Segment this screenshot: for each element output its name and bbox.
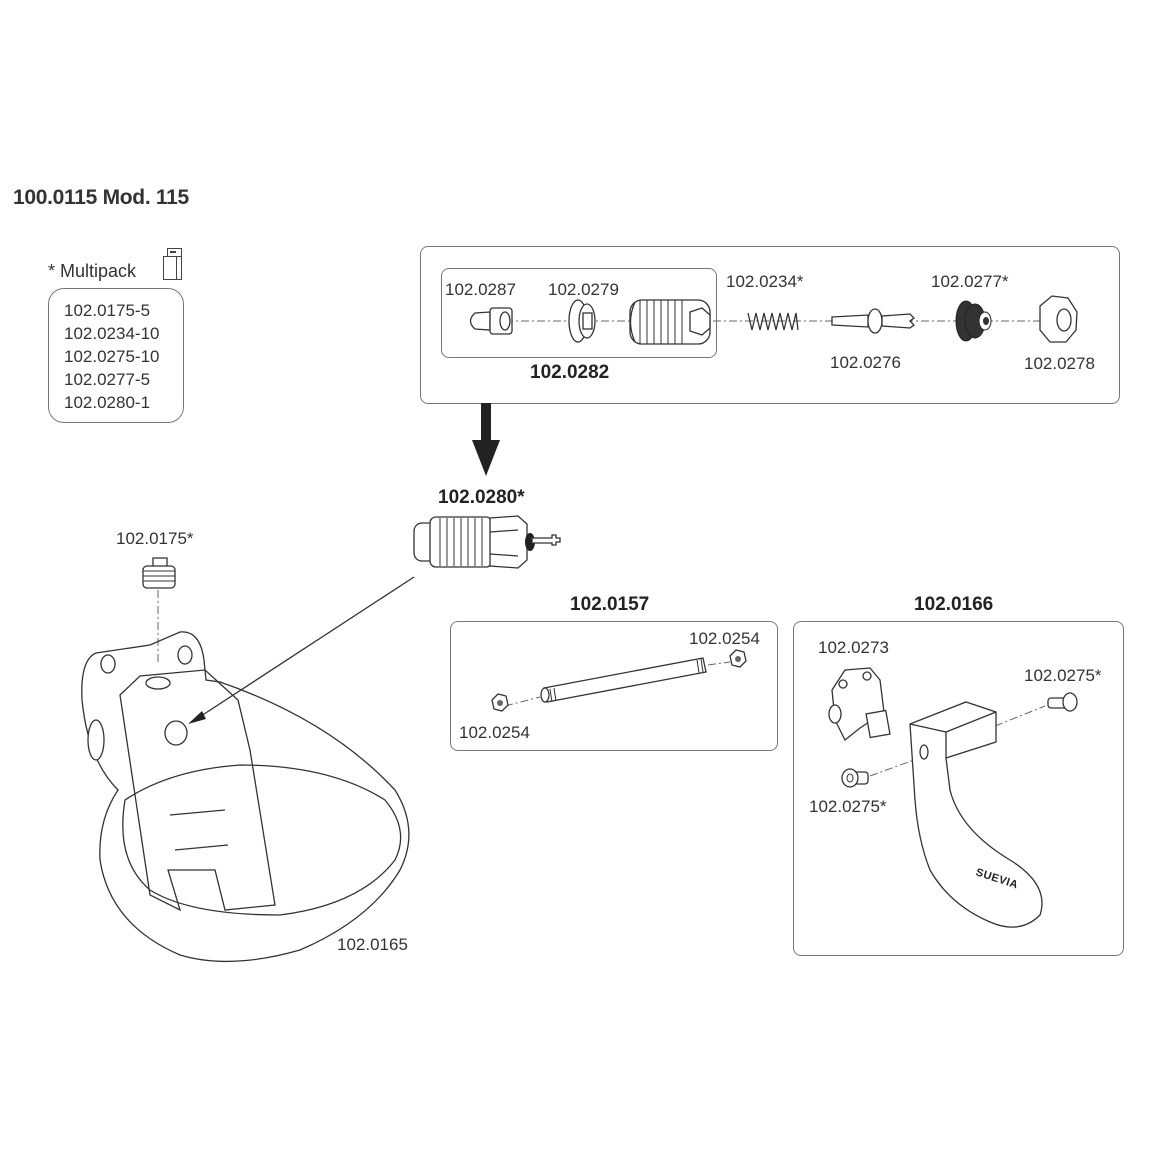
part-label-nut-left: 102.0254 — [459, 723, 530, 742]
rod-kit-panel — [450, 621, 778, 751]
part-label-screw-left: 102.0275* — [809, 797, 887, 816]
part-label-pin: 102.0276 — [830, 353, 901, 372]
drinking-bowl-part — [81, 631, 410, 963]
part-label-strainer: 102.0287 — [445, 280, 516, 299]
part-label-seal: 102.0277* — [931, 272, 1009, 291]
screw-right-part — [1047, 692, 1078, 712]
down-arrow-icon — [472, 403, 500, 476]
paddle-kit-panel — [793, 621, 1124, 956]
sub-assembly-panel — [441, 268, 717, 358]
multipack-item: 102.0234-10 — [64, 324, 160, 343]
threaded-body-part — [629, 299, 711, 345]
part-label-screw-right: 102.0275* — [1024, 666, 1102, 685]
screw-left-part — [841, 768, 869, 788]
rod-kit-title: 102.0157 — [570, 594, 650, 615]
diagram-title: 100.0115 Mod. 115 — [13, 186, 189, 209]
plug-label: 102.0175* — [116, 529, 194, 548]
paddle-part — [909, 701, 1043, 928]
part-label-nut-right: 102.0254 — [689, 629, 760, 648]
part-label-bracket: 102.0273 — [818, 638, 889, 657]
valve-label: 102.0280* — [438, 487, 525, 508]
rod-nut-right-part — [729, 649, 747, 668]
hex-nut-part — [1039, 295, 1078, 343]
multipack-label: * Multipack — [48, 261, 137, 281]
sub-assembly-label: 102.0282 — [530, 362, 610, 383]
multipack-list: 102.0175-5 102.0234-10 102.0275-10 102.0… — [48, 288, 184, 423]
threaded-rod-part — [540, 657, 707, 703]
multipack-item: 102.0275-10 — [64, 347, 160, 366]
paddle-kit-title: 102.0166 — [914, 594, 994, 615]
rod-nut-left-part — [491, 693, 509, 712]
multipack-item: 102.0280-1 — [64, 393, 151, 412]
strainer-part — [469, 307, 513, 335]
valve-part — [413, 515, 561, 569]
valve-kit-panel — [420, 246, 1120, 404]
bowl-label: 102.0165 — [337, 935, 408, 954]
package-icon — [163, 248, 182, 280]
seal-part — [955, 300, 992, 342]
multipack-item: 102.0175-5 — [64, 301, 151, 320]
multipack-item: 102.0277-5 — [64, 370, 151, 389]
spring-part — [747, 312, 799, 331]
washer-part — [568, 299, 596, 343]
part-label-spring: 102.0234* — [726, 272, 804, 291]
pin-part — [831, 308, 915, 334]
part-label-washer: 102.0279 — [548, 280, 619, 299]
part-label-nut: 102.0278 — [1024, 354, 1095, 373]
drain-plug-part — [142, 557, 176, 589]
bracket-part — [828, 667, 891, 742]
